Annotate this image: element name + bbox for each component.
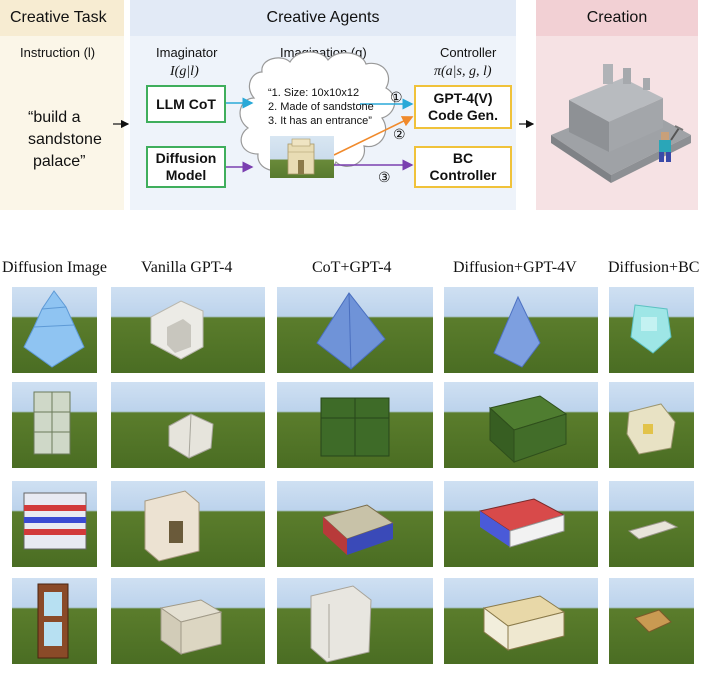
creative-task-title: Creative Task: [0, 0, 124, 36]
result-vanilla-gpt4-2: [111, 382, 265, 468]
column-title-diffusion-image: Diffusion Image: [2, 259, 108, 276]
result-diffusion-bc-2: [609, 382, 694, 468]
bc-controller-box: BC Controller: [414, 146, 512, 188]
result-diffusion-image-2: [12, 382, 97, 468]
creation-render-image: [541, 40, 693, 204]
instruction-text-line-3: palace”: [33, 153, 86, 170]
diffusion-label-line-1: Diffusion: [155, 150, 217, 166]
controller-label: Controller: [440, 45, 497, 60]
result-diffusion-gpt4v-1: [444, 287, 598, 373]
gpt4v-code-gen-box: GPT-4(V) Code Gen.: [414, 85, 512, 129]
step-marker-3: ③: [378, 169, 391, 185]
imaginator-formula: I(g|l): [170, 64, 199, 79]
result-vanilla-gpt4-3: [111, 481, 265, 567]
thought-line-3: 3. It has an entrance”: [268, 115, 372, 127]
result-cot-gpt4-1: [277, 287, 433, 373]
diffusion-label-line-2: Model: [165, 167, 207, 183]
result-cot-gpt4-3: [277, 481, 433, 567]
creative-agents-title: Creative Agents: [130, 0, 516, 36]
result-cot-gpt4-2: [277, 382, 433, 468]
result-diffusion-gpt4v-3: [444, 481, 598, 567]
result-diffusion-gpt4v-2: [444, 382, 598, 468]
step-marker-1: ①: [390, 89, 403, 105]
result-vanilla-gpt4-4: [111, 578, 265, 664]
result-diffusion-gpt4v-4: [444, 578, 598, 664]
result-vanilla-gpt4-1: [111, 287, 265, 373]
result-diffusion-image-4: [12, 578, 97, 664]
gpt-label-line-2: Code Gen.: [427, 107, 498, 123]
result-diffusion-bc-1: [609, 287, 694, 373]
thought-line-2: 2. Made of sandstone: [268, 101, 374, 113]
step-marker-2: ②: [393, 126, 406, 142]
gpt-label-line-1: GPT-4(V): [433, 90, 493, 106]
column-title-cot-gpt4: CoT+GPT-4: [312, 259, 392, 276]
result-diffusion-bc-4: [609, 578, 694, 664]
diffusion-model-box: Diffusion Model: [146, 146, 226, 188]
bc-label-line-2: Controller: [429, 167, 497, 183]
thought-text: “1. Size: 10x10x12 2. Made of sandstone …: [268, 86, 374, 128]
instruction-text-line-2: sandstone: [28, 131, 102, 148]
llm-cot-box: LLM CoT: [146, 85, 226, 123]
thought-line-1: “1. Size: 10x10x12: [268, 87, 360, 99]
creation-title: Creation: [536, 0, 698, 36]
llm-cot-label: LLM CoT: [156, 95, 216, 112]
column-title-diffusion-bc: Diffusion+BC: [608, 259, 700, 276]
result-diffusion-image-1: [12, 287, 97, 373]
instruction-text-line-1: “build a: [28, 109, 81, 126]
result-cot-gpt4-4: [277, 578, 433, 664]
imaginator-label: Imaginator: [156, 45, 218, 60]
imagined-palace-image: [270, 136, 334, 178]
result-diffusion-bc-3: [609, 481, 694, 567]
bc-label-line-1: BC: [452, 150, 474, 166]
instruction-label: Instruction (l): [20, 45, 96, 60]
result-diffusion-image-3: [12, 481, 97, 567]
column-title-vanilla-gpt4: Vanilla GPT-4: [141, 259, 233, 276]
column-title-diffusion-gpt4v: Diffusion+GPT-4V: [453, 259, 577, 276]
controller-formula: π(a|s, g, l): [434, 64, 492, 79]
creative-task-panel: Creative Task: [0, 0, 124, 210]
